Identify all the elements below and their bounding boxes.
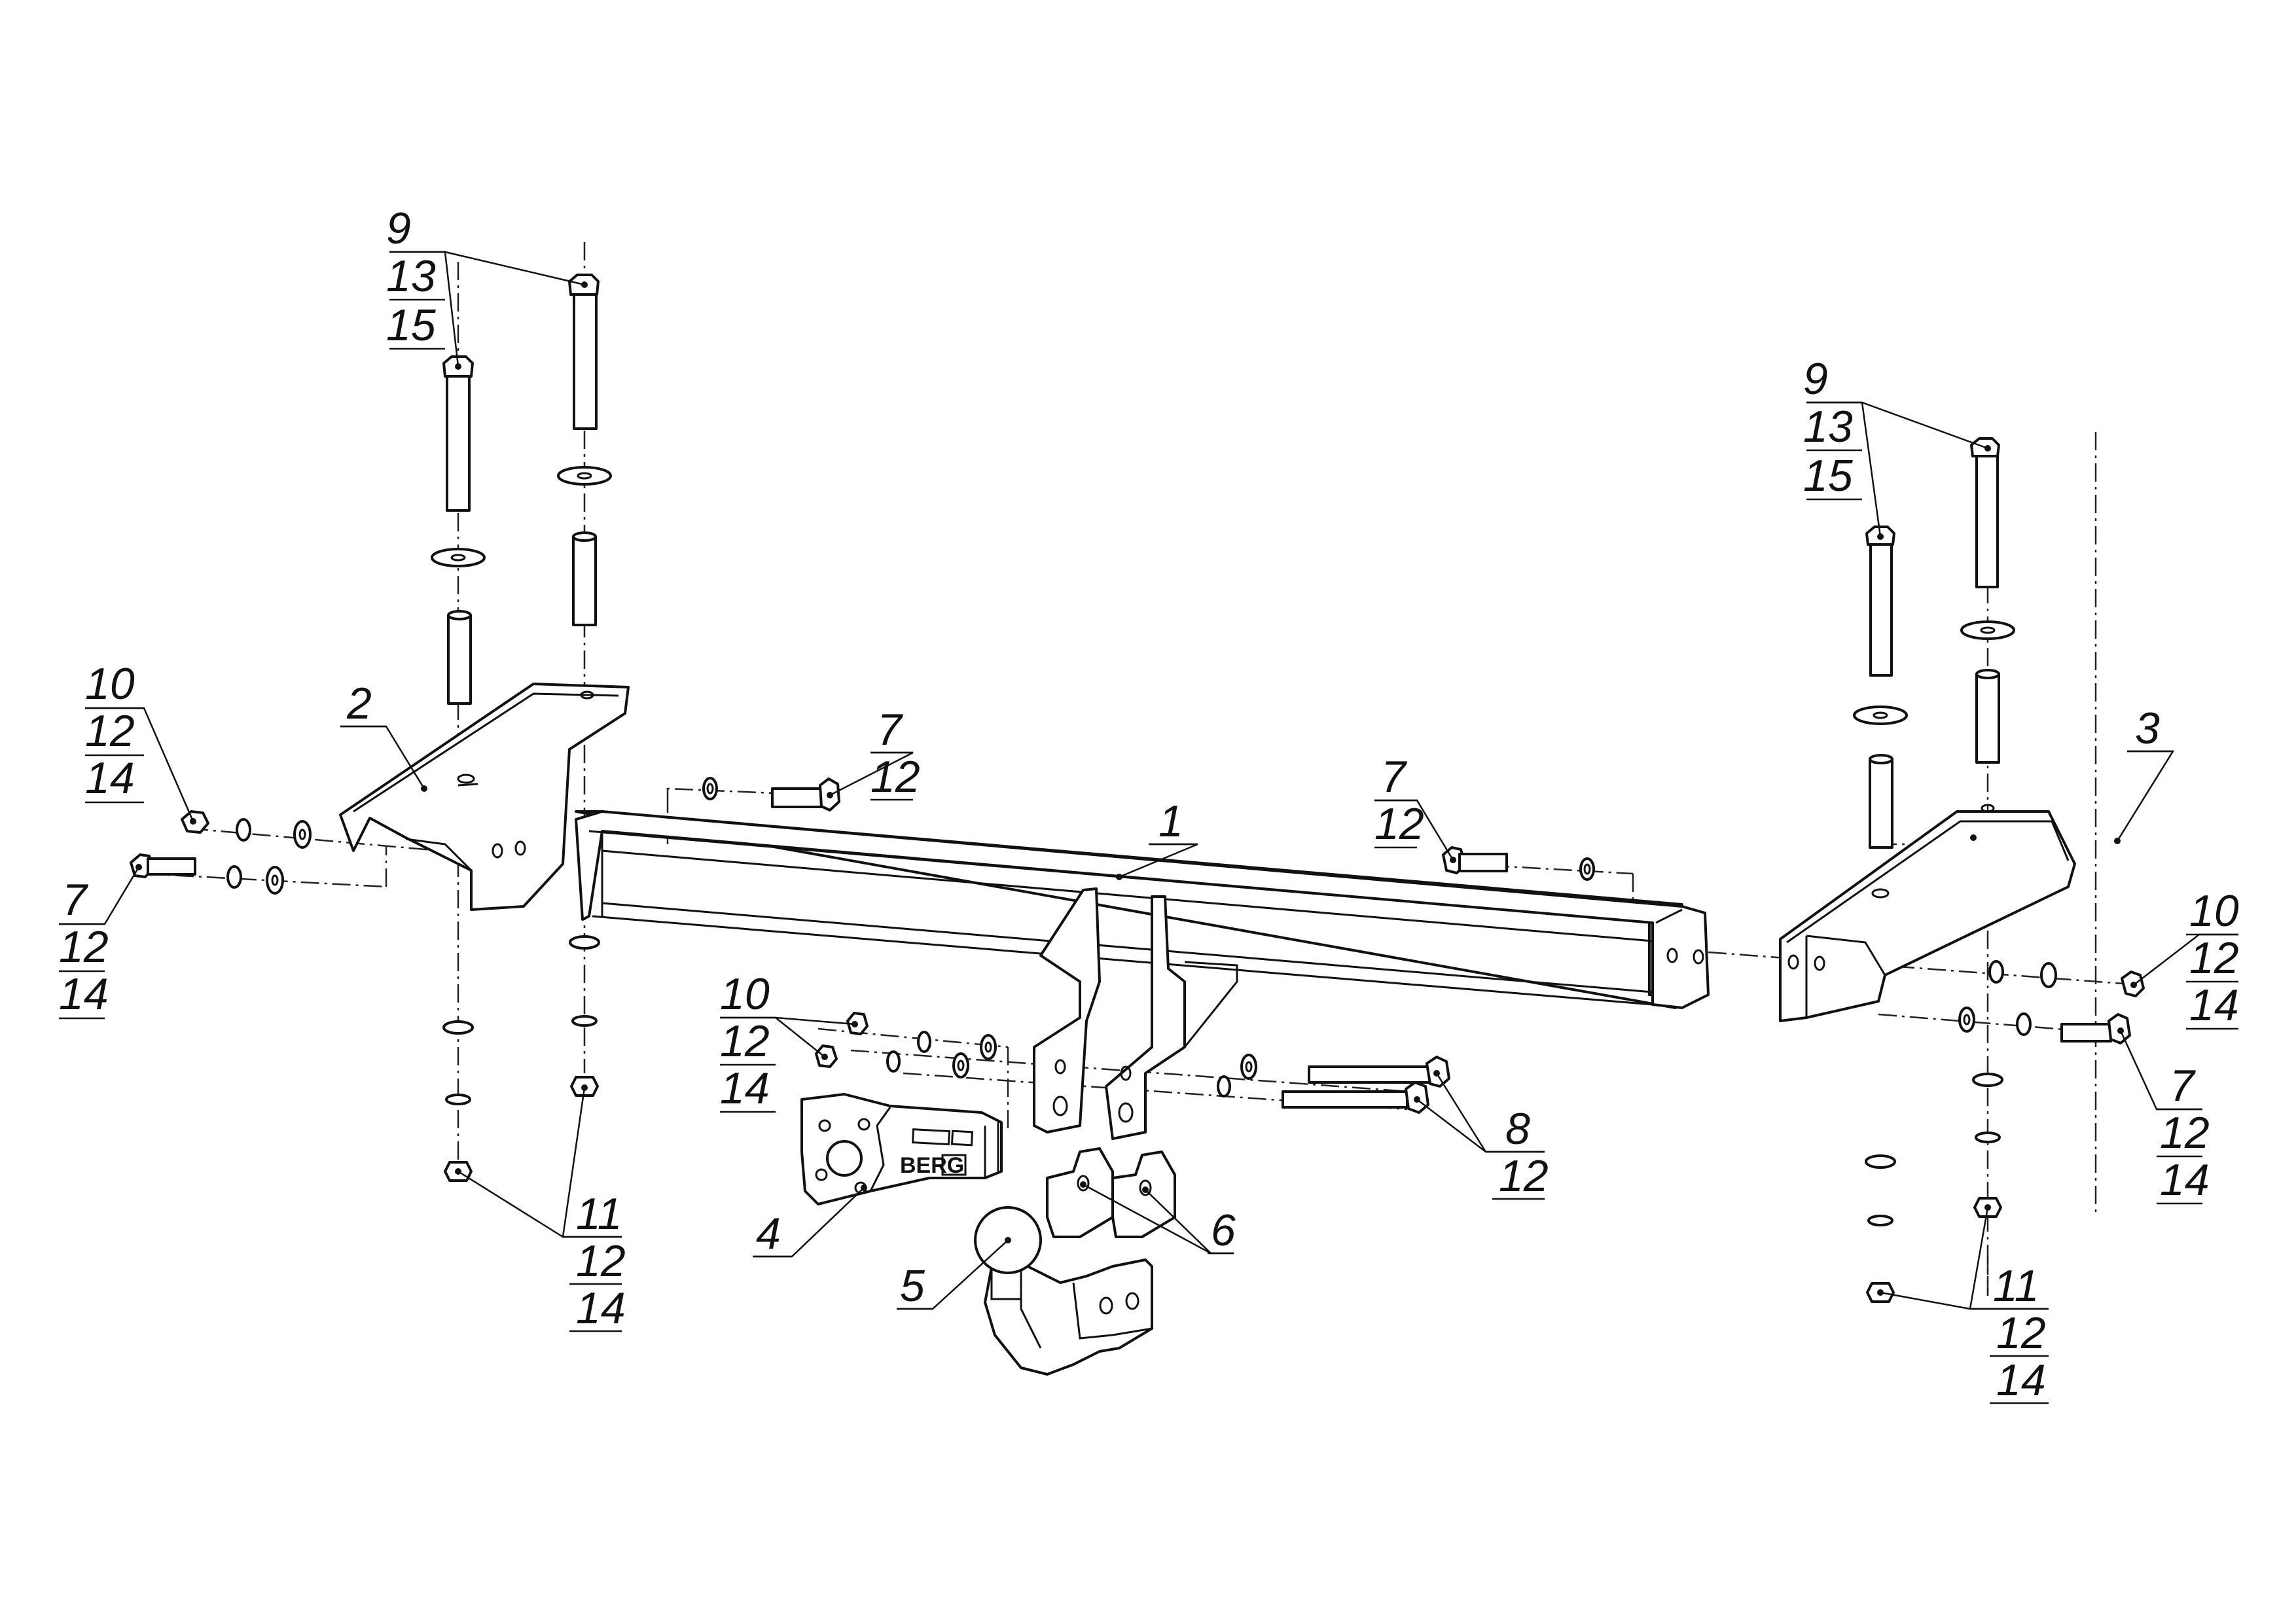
callout-nut-left-top: 10 12 14 bbox=[85, 659, 144, 804]
callout-bracket-right: 3 bbox=[2127, 704, 2173, 753]
callout-tow-ball: 5 bbox=[897, 1261, 933, 1311]
callout-text: 7 bbox=[2170, 1061, 2196, 1111]
callout-text: 14 bbox=[2189, 980, 2239, 1030]
electrical-socket-plate: BERG bbox=[800, 1093, 1003, 1205]
callout-text: 3 bbox=[2135, 704, 2160, 753]
main-crossbar bbox=[575, 810, 1710, 1009]
callout-crossbar: 1 bbox=[1149, 796, 1198, 846]
callout-bolt-right-side: 7 12 14 bbox=[2157, 1061, 2210, 1205]
center-right-bolt bbox=[1442, 846, 1595, 881]
callout-text: 12 bbox=[1499, 1151, 1549, 1201]
left-side-fasteners bbox=[130, 810, 312, 895]
callout-text: 12 bbox=[85, 706, 135, 756]
callout-text: 12 bbox=[870, 752, 920, 802]
callout-text: 12 bbox=[1374, 799, 1424, 849]
left-vertical-bolt-short bbox=[431, 355, 486, 705]
center-mounting-plates bbox=[1033, 887, 1238, 1140]
callout-text: 7 bbox=[1381, 752, 1407, 802]
callout-text: 9 bbox=[1803, 354, 1828, 404]
center-left-bolt bbox=[702, 777, 840, 812]
callout-text: 15 bbox=[386, 300, 436, 350]
right-vertical-bolt-long bbox=[1960, 437, 2015, 764]
center-nuts-washers bbox=[815, 1012, 1257, 1097]
callout-text: 13 bbox=[1803, 402, 1853, 452]
callout-text: 10 bbox=[2189, 886, 2239, 936]
callout-text: 6 bbox=[1211, 1205, 1236, 1255]
callout-text: 13 bbox=[386, 251, 436, 301]
callout-text: 12 bbox=[720, 1016, 770, 1066]
callout-text: 12 bbox=[1996, 1308, 2046, 1358]
callout-bolt-right: 9 13 15 bbox=[1803, 354, 1862, 501]
callout-bolt-center-right: 7 12 bbox=[1374, 752, 1424, 849]
callout-text: 14 bbox=[1996, 1355, 2046, 1405]
long-bolts bbox=[1282, 1056, 1450, 1114]
leader-lines bbox=[59, 251, 2238, 1310]
right-vertical-bolt-short bbox=[1853, 526, 1908, 849]
callout-text: 12 bbox=[2160, 1108, 2210, 1158]
callout-text: 1 bbox=[1158, 796, 1183, 846]
right-mounting-bracket bbox=[1779, 804, 2076, 1022]
callout-text: 11 bbox=[1993, 1261, 2039, 1311]
callout-text: 9 bbox=[386, 204, 411, 253]
callout-text: 12 bbox=[59, 922, 109, 972]
callout-text: 14 bbox=[85, 753, 135, 803]
callout-text: 15 bbox=[1803, 451, 1853, 501]
callout-nut-bottom-left: 11 12 14 bbox=[563, 1189, 626, 1333]
callout-text: 10 bbox=[720, 969, 770, 1019]
left-mounting-bracket bbox=[339, 683, 630, 911]
callout-bolt-left-side: 7 12 14 bbox=[59, 875, 109, 1020]
callout-spacer-plates: 6 bbox=[1208, 1205, 1236, 1255]
callout-text: 10 bbox=[85, 659, 135, 709]
callout-text: 12 bbox=[2189, 933, 2239, 983]
callout-text: 7 bbox=[877, 705, 903, 755]
callout-text: 14 bbox=[576, 1283, 626, 1333]
callout-text: 5 bbox=[900, 1261, 925, 1311]
callout-text: 7 bbox=[62, 875, 88, 925]
callout-text: 14 bbox=[2160, 1155, 2210, 1205]
callout-text: 14 bbox=[720, 1063, 770, 1113]
callout-bolt-center-left: 7 12 bbox=[870, 705, 920, 802]
callout-text: 8 bbox=[1505, 1104, 1530, 1154]
callout-bolt-left: 9 13 15 bbox=[386, 204, 445, 350]
left-vertical-bolt-long bbox=[557, 274, 612, 626]
callout-nut-center: 10 12 14 bbox=[720, 969, 776, 1113]
callout-nut-right-top: 10 12 14 bbox=[2186, 886, 2239, 1030]
callout-text: 12 bbox=[576, 1236, 626, 1286]
callout-nut-bottom-right: 11 12 14 bbox=[1970, 1261, 2049, 1405]
right-side-fasteners bbox=[1958, 960, 2145, 1044]
right-lower-fasteners bbox=[1865, 1073, 2003, 1303]
callout-text: 11 bbox=[576, 1189, 622, 1239]
spacer-plates bbox=[1046, 1147, 1176, 1238]
callout-long-bolts: 8 12 bbox=[1486, 1104, 1549, 1201]
callout-bracket-left: 2 bbox=[340, 679, 386, 728]
brand-marking: BERG bbox=[900, 1153, 964, 1178]
callout-text: 4 bbox=[756, 1209, 781, 1258]
callout-text: 2 bbox=[346, 679, 372, 728]
callout-socket-plate: 4 bbox=[753, 1209, 792, 1258]
callout-text: 14 bbox=[59, 969, 109, 1019]
